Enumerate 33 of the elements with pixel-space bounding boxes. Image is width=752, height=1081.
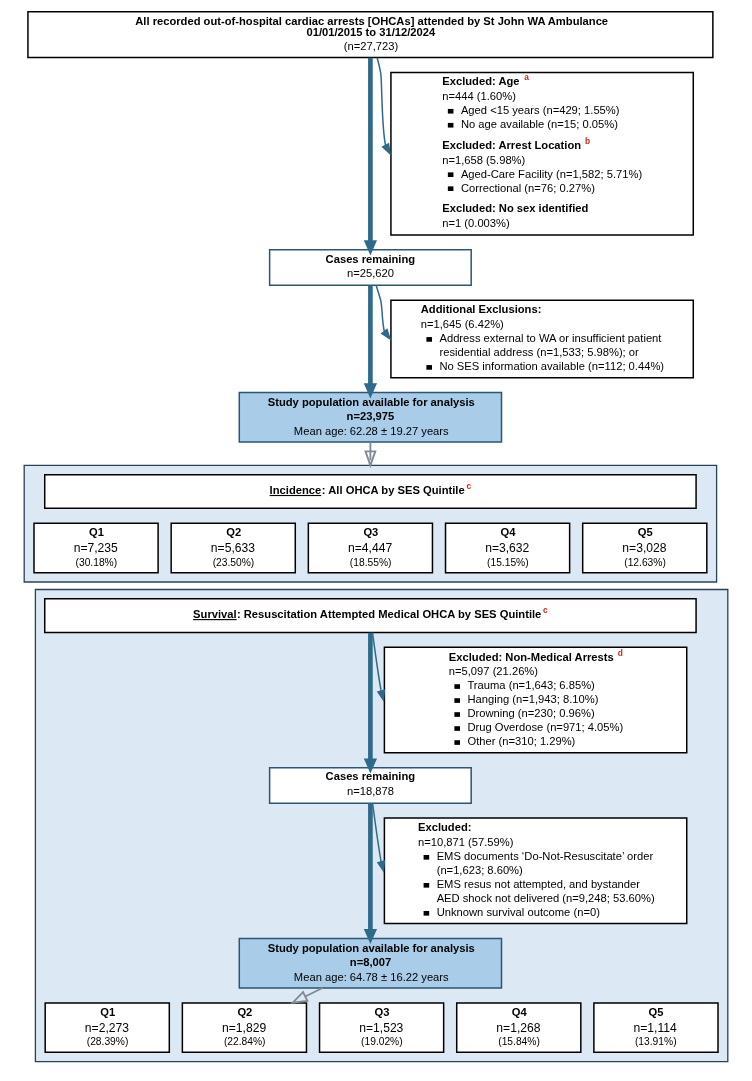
arrow bbox=[363, 632, 378, 774]
node-box: Q2 n=1,829 (22.84%) bbox=[181, 1002, 308, 1054]
cluster bbox=[23, 464, 718, 583]
arrow bbox=[371, 802, 386, 874]
node-box: Q5 n=3,028 (12.63%) bbox=[581, 522, 708, 574]
arrow bbox=[375, 284, 392, 341]
node-box: Study population available for analysis n=8,007 Mean age: 64.78 ± 16.22 years bbox=[238, 937, 503, 989]
arrow bbox=[376, 57, 392, 156]
arrow bbox=[371, 631, 386, 703]
node-box: Q4 n=1,268 (15.84%) bbox=[455, 1002, 582, 1054]
cluster bbox=[34, 588, 729, 1063]
node-box: Q3 n=4,447 (18.55%) bbox=[307, 522, 434, 574]
arrow bbox=[363, 803, 378, 945]
node-box: Q3 n=1,523 (19.02%) bbox=[318, 1002, 445, 1054]
node-box: Survival: Resuscitation Attempted Medical OHCA by SES Quintile $^{c}$ bbox=[44, 598, 697, 634]
node-box: All recorded out-of-hospital cardiac arrests [OHCAs] attended by St John WA Ambulance 01/01/2015 to 31/12/2024 (n=27,723) bbox=[27, 11, 714, 59]
node-box: Cases remaining n=18,878 bbox=[268, 766, 472, 804]
node-box: Q2 n=5,633 (23.50%) bbox=[170, 522, 297, 574]
node-box: Excluded: Age $^{a}$ n=444 (1.60%) Aged <15 years (n=429; 1.55%) No age available (n=15; 0.05%) Excluded: Arrest Location $^{b}$ n=1,658 (5.98%) Aged-Care Facility (n=1,582; 5.71%) Correctional (n=76; 0.27%) Excluded: No sex identified n=1 (0.003%) bbox=[390, 71, 695, 236]
node-box: Q4 n=3,632 (15.15%) bbox=[444, 522, 571, 574]
node-box: Incidence: All OHCA by SES Quintile $^{c}$ bbox=[44, 473, 697, 510]
node-box: Cases remaining n=25,620 bbox=[268, 249, 472, 287]
node-box: Excluded: n=10,871 (57.59%) EMS documents ‘Do-Not-Resuscitate’ order (n=1,623; 8.60%) EMS resus not attempted, and bystander AED shock not delivered (n=9,248; 53.60%) Unknown survival outcome (n=0) bbox=[383, 817, 688, 925]
node-box: Additional Exclusions: n=1,645 (6.42%) Address external to WA or insufficient patient residential address (n=1,533; 5.98%); or No SES information available (n=112; 0.44%) bbox=[390, 299, 695, 379]
node-box: Q1 n=2,273 (28.39%) bbox=[44, 1002, 171, 1054]
arrow bbox=[363, 285, 378, 399]
arrow bbox=[363, 57, 378, 256]
arrow bbox=[290, 987, 324, 1004]
node-box: Excluded: Non-Medical Arrests $^{d}$ n=5,097 (21.26%) Trauma (n=1,643; 6.85%) Hanging (n=1,943; 8.10%) Drowning (n=230; 0.96%) Drug Overdose (n=971; 4.05%) Other (n=310; 1.29%) bbox=[383, 646, 688, 754]
node-box: Q5 n=1,114 (13.91%) bbox=[593, 1002, 719, 1054]
arrow bbox=[364, 441, 377, 469]
node-box: Study population available for analysis n=23,975 Mean age: 62.28 ± 19.27 years bbox=[238, 391, 503, 443]
node-box: Q1 n=7,235 (30.18%) bbox=[33, 522, 159, 574]
